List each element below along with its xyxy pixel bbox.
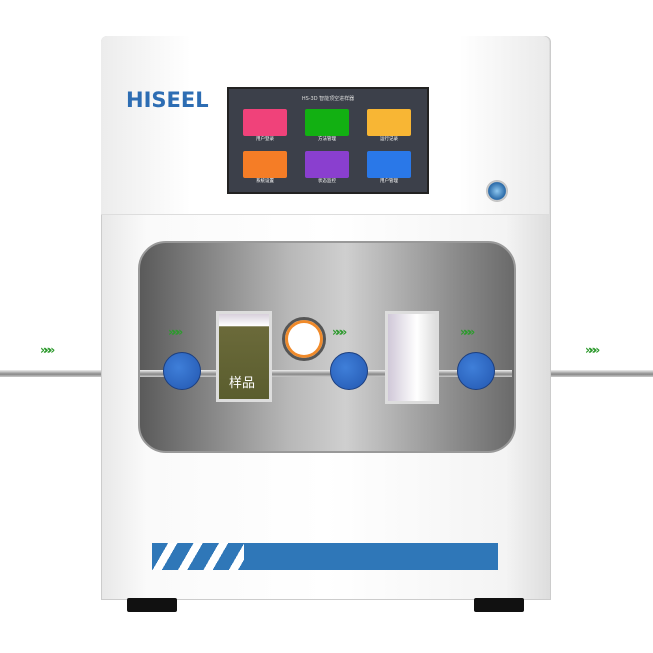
foot: [127, 598, 177, 612]
pressure-gauge: [282, 317, 326, 361]
tile-label: 方法管理: [318, 137, 336, 142]
tile-monitor[interactable]: [305, 151, 349, 178]
valve: [163, 352, 201, 390]
valve: [330, 352, 368, 390]
tile-label: 运行记录: [380, 137, 398, 142]
tile-user-login[interactable]: [243, 109, 287, 136]
foot: [474, 598, 524, 612]
sample-label: 样品: [229, 376, 256, 391]
flow-arrow: »»»: [332, 325, 347, 339]
outlet-pipe: [548, 370, 653, 377]
sample-vial: 样品: [216, 311, 272, 402]
chamber-window: [138, 241, 516, 453]
tile-settings[interactable]: [243, 151, 287, 178]
flow-arrow-outlet: »»»: [585, 343, 600, 357]
flow-arrow-inlet: »»»: [40, 343, 55, 357]
tile-label: 用户管理: [380, 179, 398, 184]
tile-label: 系统设置: [256, 179, 274, 184]
power-button[interactable]: [486, 180, 508, 202]
flow-arrow: »»»: [168, 325, 183, 339]
tile-records[interactable]: [367, 109, 411, 136]
tile-users[interactable]: [367, 151, 411, 178]
tile-method[interactable]: [305, 109, 349, 136]
accent-bar: [244, 543, 498, 570]
stripe: [152, 543, 252, 570]
internal-pipe: [140, 370, 512, 377]
tile-label: 用户登录: [256, 137, 274, 142]
tile-label: 状态监控: [318, 179, 336, 184]
valve: [457, 352, 495, 390]
touch-screen[interactable]: HS-3D 智能顶空进样器 用户登录 方法管理 运行记录 系统设置 状态监控 用…: [227, 87, 429, 194]
brand-logo: HISEEL: [126, 88, 209, 112]
empty-vial: [385, 311, 439, 404]
screen-title: HS-3D 智能顶空进样器: [301, 96, 355, 102]
inlet-pipe: [0, 370, 102, 377]
flow-arrow: »»»: [460, 325, 475, 339]
